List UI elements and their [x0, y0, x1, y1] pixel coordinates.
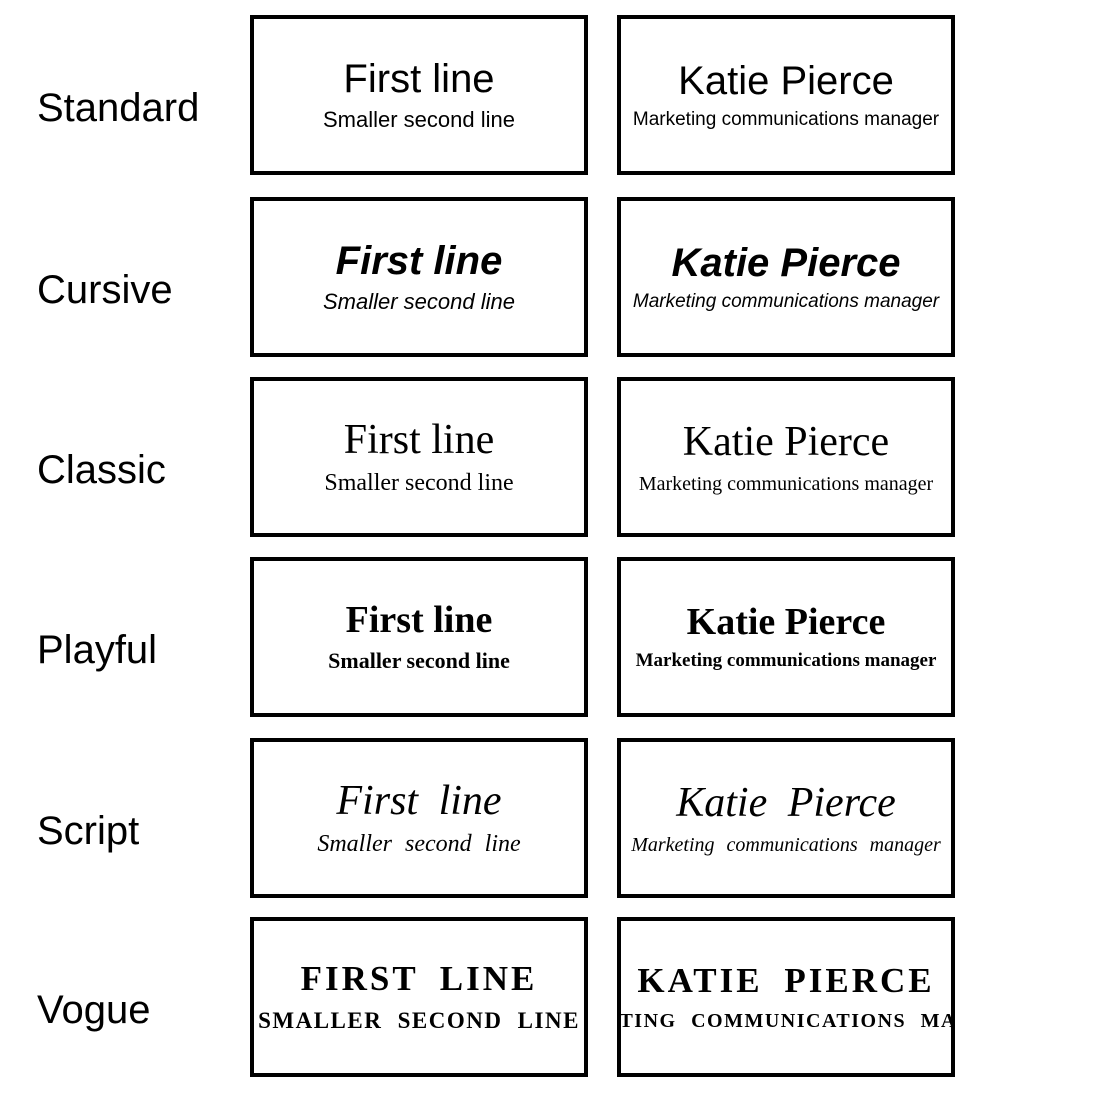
style-label-standard: Standard	[37, 85, 200, 130]
style-example-card-cursive[interactable]: Katie Pierce Marketing communications ma…	[617, 197, 955, 357]
style-label-playful: Playful	[37, 627, 158, 672]
example-title-line: Marketing communications manager	[632, 109, 940, 131]
sample-first-line: First line	[335, 239, 503, 284]
sample-first-line: First line	[345, 599, 493, 642]
sample-second-line: SMALLER SECOND LINE	[258, 1008, 580, 1034]
style-sample-card-vogue[interactable]: FIRST LINE SMALLER SECOND LINE	[250, 917, 588, 1077]
style-sample-card-script[interactable]: First line Smaller second line	[250, 738, 588, 898]
example-name-line: Katie Pierce	[676, 780, 896, 827]
style-sample-card-standard[interactable]: First line Smaller second line	[250, 15, 588, 175]
example-title-line: MARKETING COMMUNICATIONS MANAGER	[619, 1010, 951, 1033]
example-name-line: KATIE PIERCE	[637, 960, 935, 1000]
example-title-line: Marketing communications manager	[632, 291, 940, 313]
example-name-line: Katie Pierce	[671, 241, 901, 286]
style-row-classic: Classic First line Smaller second line K…	[0, 377, 1100, 537]
style-example-card-vogue[interactable]: KATIE PIERCE MARKETING COMMUNICATIONS MA…	[617, 917, 955, 1077]
sample-first-line: First line	[336, 777, 502, 824]
example-name-line: Katie Pierce	[686, 601, 886, 644]
sample-second-line: Smaller second line	[323, 107, 515, 133]
style-row-vogue: Vogue FIRST LINE SMALLER SECOND LINE KAT…	[0, 917, 1100, 1077]
sample-second-line: Smaller second line	[317, 831, 521, 858]
style-label-vogue: Vogue	[37, 987, 151, 1032]
style-sample-card-classic[interactable]: First line Smaller second line	[250, 377, 588, 537]
sample-second-line: Smaller second line	[323, 289, 515, 315]
sample-second-line: Smaller second line	[328, 648, 510, 674]
example-name-line: Katie Pierce	[682, 419, 890, 466]
sample-first-line: First line	[343, 57, 495, 102]
style-label-script: Script	[37, 808, 140, 853]
style-row-cursive: Cursive First line Smaller second line K…	[0, 197, 1100, 357]
style-row-script: Script First line Smaller second line Ka…	[0, 738, 1100, 898]
style-label-cursive: Cursive	[37, 267, 173, 312]
example-title-line: Marketing communications manager	[638, 472, 934, 495]
example-name-line: Katie Pierce	[678, 59, 894, 104]
example-title-line: Marketing communications manager	[631, 833, 941, 856]
example-title-line: Marketing communications manager	[635, 649, 937, 671]
style-row-standard: Standard First line Smaller second line …	[0, 15, 1100, 175]
sample-first-line: First line	[343, 416, 495, 463]
style-example-card-standard[interactable]: Katie Pierce Marketing communications ma…	[617, 15, 955, 175]
style-example-card-playful[interactable]: Katie Pierce Marketing communications ma…	[617, 557, 955, 717]
style-sample-card-cursive[interactable]: First line Smaller second line	[250, 197, 588, 357]
sample-second-line: Smaller second line	[324, 470, 514, 497]
style-example-card-classic[interactable]: Katie Pierce Marketing communications ma…	[617, 377, 955, 537]
style-example-card-script[interactable]: Katie Pierce Marketing communications ma…	[617, 738, 955, 898]
style-sample-card-playful[interactable]: First line Smaller second line	[250, 557, 588, 717]
sample-first-line: FIRST LINE	[300, 959, 538, 999]
style-row-playful: Playful First line Smaller second line K…	[0, 557, 1100, 717]
style-label-classic: Classic	[37, 447, 166, 492]
